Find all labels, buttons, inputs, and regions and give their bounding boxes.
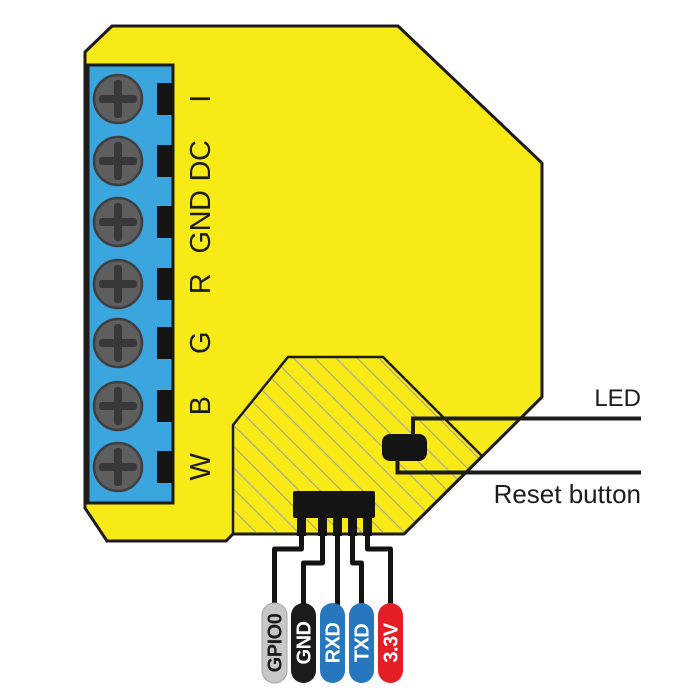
terminal-screw <box>92 196 144 248</box>
terminal-label-w: W <box>185 452 217 480</box>
terminal-slot <box>157 451 173 483</box>
terminal-screw <box>92 317 144 369</box>
pin-badge-gnd: GND <box>291 603 316 683</box>
terminal-screw <box>92 73 144 125</box>
led-reset-component <box>382 434 427 461</box>
pin-badge-rxd: RXD <box>320 603 345 683</box>
programming-header <box>293 491 375 518</box>
pin-badge-txd: TXD <box>349 603 374 683</box>
pin-badge-label: GPIO0 <box>265 613 287 672</box>
terminal-slot <box>157 206 173 238</box>
pin-badge-gpio0: GPIO0 <box>261 602 288 684</box>
terminal-screw <box>92 380 144 432</box>
terminal-slot <box>157 268 173 300</box>
terminal-slots <box>157 83 173 483</box>
pcb-hatched-area <box>231 355 484 536</box>
wire-gnd <box>301 518 325 606</box>
terminal-slot <box>157 83 173 115</box>
terminal-screws <box>92 73 144 493</box>
terminal-label-g: G <box>185 332 217 354</box>
terminal-label-r: R <box>185 274 217 294</box>
pin-badge-label: TXD <box>352 624 374 663</box>
pin-badge-label: GND <box>294 621 316 664</box>
wire-txd <box>350 518 364 606</box>
terminal-label-dc: DC <box>185 141 217 182</box>
pin-badge-3v3: 3.3V <box>378 603 403 683</box>
terminal-screw <box>92 258 144 310</box>
pin-badge-label: RXD <box>323 623 345 664</box>
wire-gpio0 <box>272 518 304 606</box>
led-label: LED <box>594 385 641 412</box>
pin-badges: GPIO0 GND RXD TXD 3.3V <box>261 602 403 684</box>
terminal-slot <box>157 390 173 422</box>
terminal-slot <box>157 327 173 359</box>
led-callout-line <box>411 416 641 434</box>
reset-callout-line <box>395 461 641 475</box>
terminal-label-i: I <box>185 95 217 103</box>
terminal-screw <box>92 135 144 187</box>
wire-3v3 <box>365 518 393 606</box>
terminal-slot <box>157 145 173 177</box>
header-wires <box>272 518 393 606</box>
terminal-screw <box>92 441 144 493</box>
terminal-label-b: B <box>185 397 217 416</box>
pin-badge-label: 3.3V <box>381 622 403 662</box>
reset-button-label: Reset button <box>494 479 641 509</box>
terminal-label-gnd: GND <box>185 191 217 254</box>
